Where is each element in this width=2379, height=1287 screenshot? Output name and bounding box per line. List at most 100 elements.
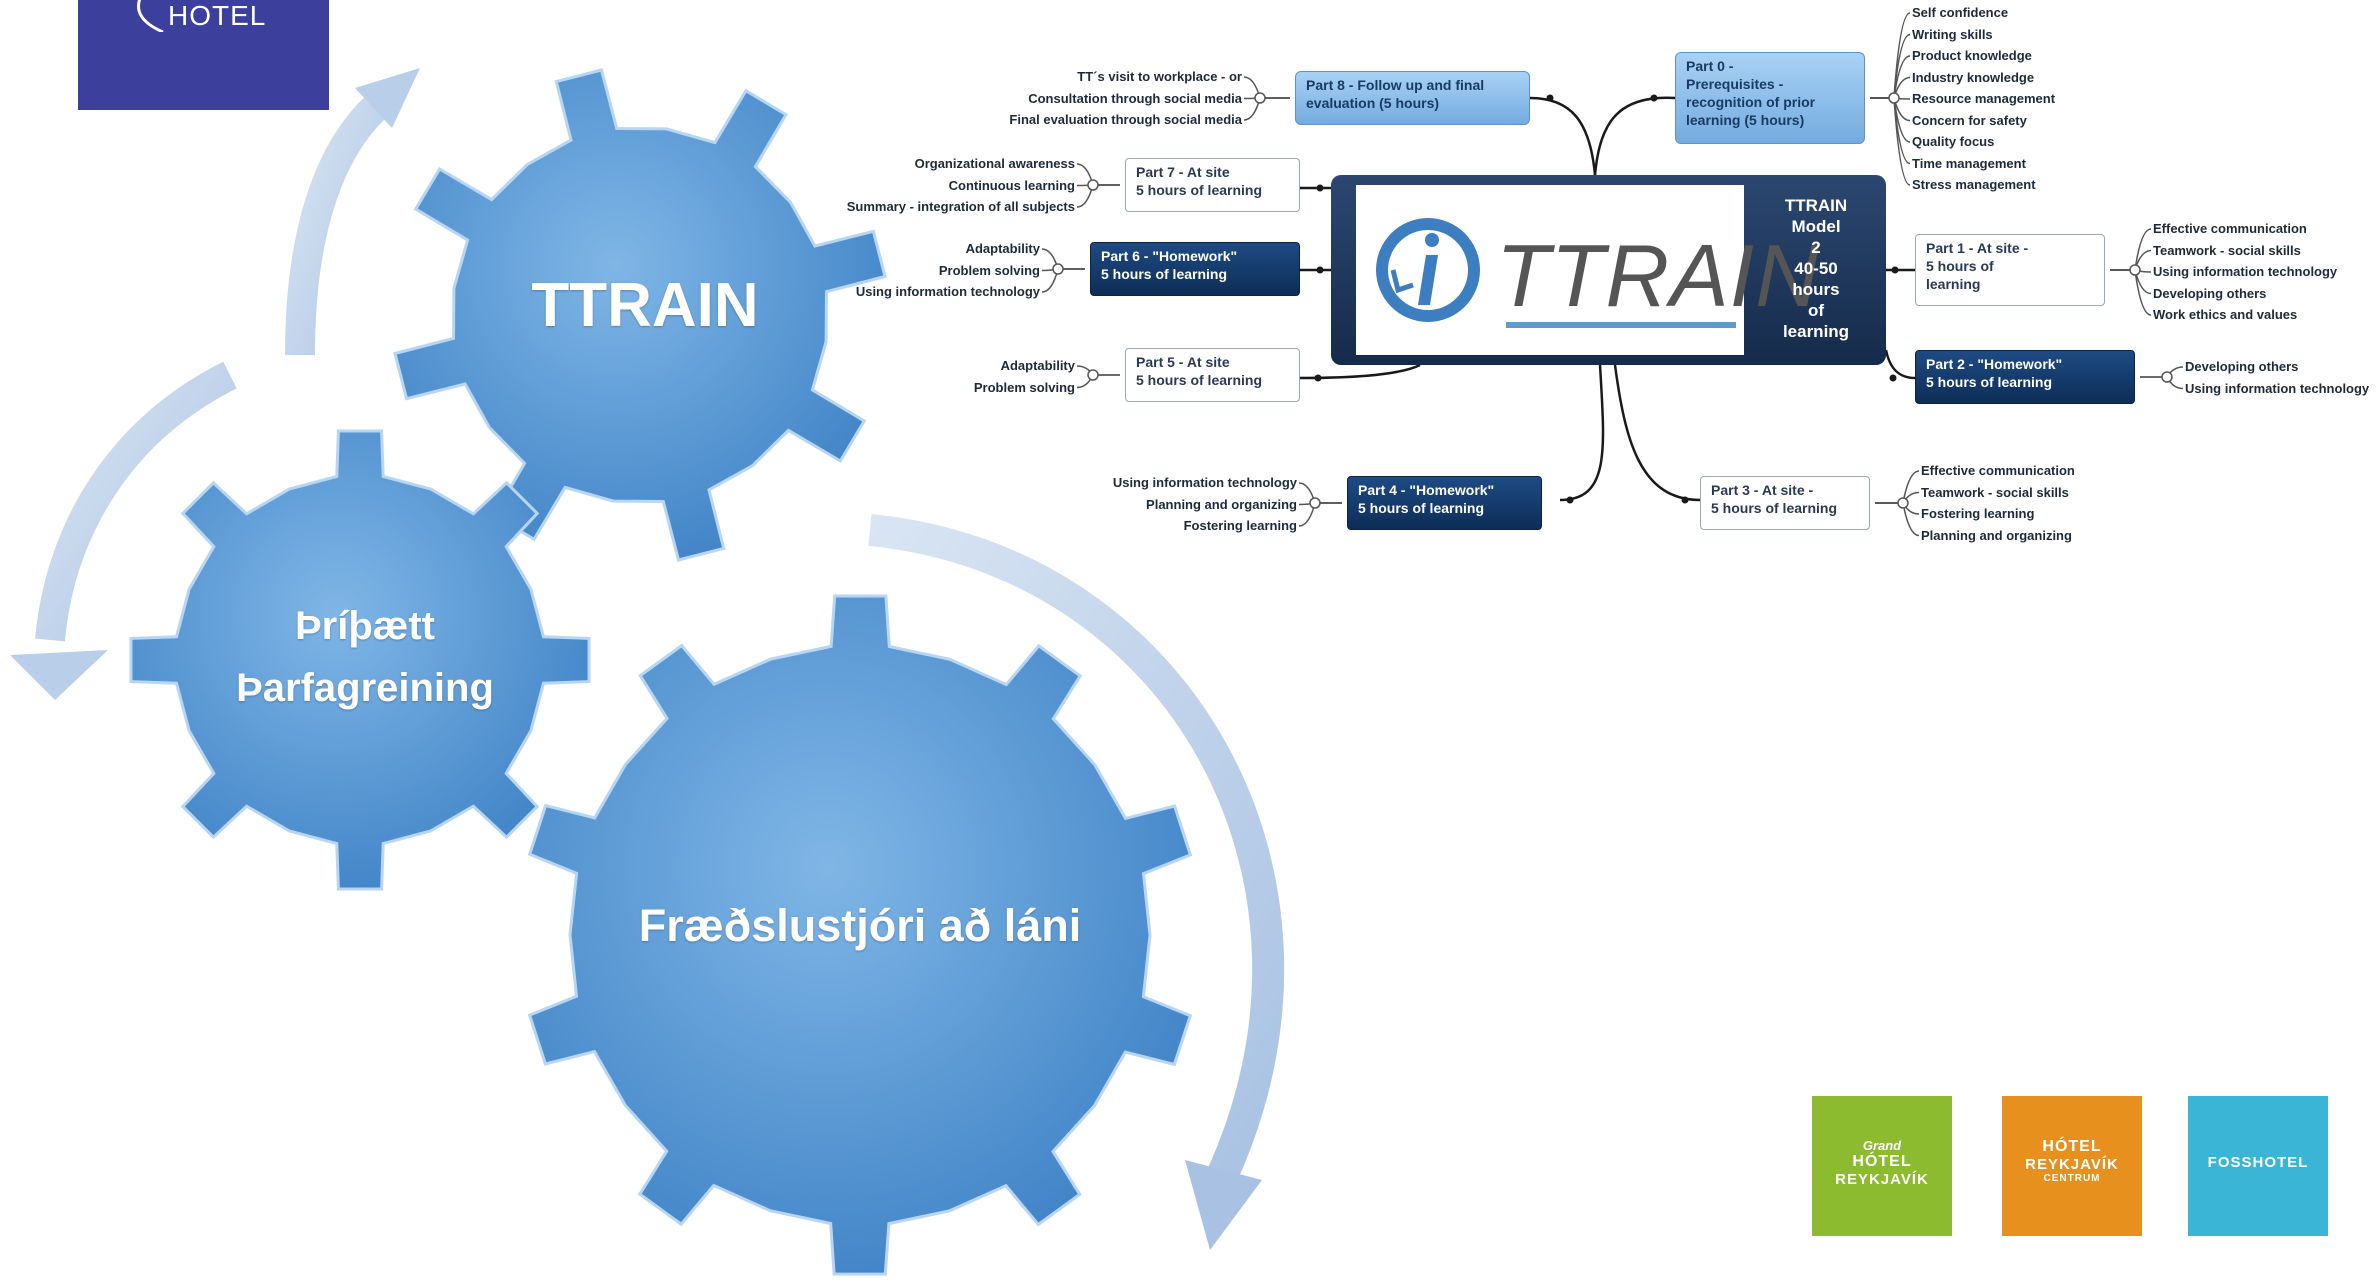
- leaf-part1: Effective communication: [2153, 221, 2307, 236]
- collapse-toggle-icon: [1254, 92, 1266, 104]
- leaf-part7: Continuous learning: [948, 177, 1075, 193]
- leaf-connector: [1870, 33, 1911, 99]
- leaf-part6: Problem solving: [938, 262, 1040, 278]
- node-part6: Part 6 - "Homework" 5 hours of learning: [1090, 242, 1300, 296]
- leaf-part2: Developing others: [2185, 359, 2299, 374]
- node-part3: Part 3 - At site - 5 hours of learning: [1700, 476, 1870, 530]
- leaf-part3: Planning and organizing: [1921, 527, 2072, 543]
- leaf-part0: Quality focus: [1912, 134, 1995, 149]
- node-part1: Part 1 - At site - 5 hours of learning: [1915, 234, 2105, 306]
- leaf-part0: Writing skills: [1912, 26, 1993, 42]
- grand-logo-line2: HÓTEL: [1852, 1153, 1912, 1170]
- leaf-connector: [1875, 491, 1920, 504]
- ttrain-logo-underline: [1506, 322, 1736, 328]
- leaf-part0: Concern for safety: [1912, 112, 2027, 128]
- cycle-arrow-top-head: [355, 68, 420, 128]
- leaf-part1: Using information technology: [2153, 264, 2338, 279]
- grand-logo-line1: Grand: [1862, 1138, 1902, 1153]
- hotel-logo: HOTEL: [78, 0, 329, 110]
- ttrain-model-card: TTRAIN TTRAIN Model 2 40-50 hours of lea…: [1331, 175, 1886, 365]
- leaf-connector: [2140, 376, 2184, 390]
- ttrain-logo-text: TTRAIN: [1496, 226, 1820, 325]
- leaf-connector: [1076, 184, 1120, 208]
- collapse-toggle-icon: [1888, 92, 1900, 104]
- fosshotel-logo: FOSSHOTEL: [2188, 1096, 2328, 1236]
- leaf-connector: [1243, 97, 1290, 121]
- ttrain-model-label: TTRAIN Model 2 40-50 hours of learning: [1782, 196, 1850, 341]
- leaf-part4: Fostering learning: [1183, 518, 1297, 533]
- leaf-connector: [1870, 97, 1911, 186]
- cycle-arrow-right: [868, 514, 1284, 1187]
- node-part4: Part 4 - "Homework" 5 hours of learning: [1347, 476, 1542, 530]
- leaf-connector: [2110, 269, 2152, 316]
- gear-fraedslu: [527, 594, 1193, 1276]
- leaf-part1: Developing others: [2153, 285, 2267, 301]
- leaf-connector: [1870, 55, 1911, 99]
- leaf-part1: Teamwork - social skills: [2153, 242, 2301, 258]
- gear-label-line1: Þríþætt: [295, 604, 435, 648]
- cycle-arrow-right-head: [1185, 1160, 1262, 1250]
- leaf-connector: [1041, 268, 1085, 293]
- leaf-part6: Using information technology: [855, 284, 1040, 299]
- leaf-connector: [1875, 502, 1920, 537]
- leaf-part0: Self confidence: [1912, 5, 2009, 20]
- leaf-connector: [1870, 97, 1911, 165]
- leaf-connector: [1041, 248, 1085, 270]
- collapse-toggle-icon: [1897, 497, 1909, 509]
- leaf-part1: Work ethics and values: [2153, 307, 2298, 322]
- leaf-part5: Adaptability: [1000, 358, 1075, 373]
- leaf-part5: Problem solving: [973, 379, 1075, 395]
- cycle-arrow-left: [35, 361, 237, 642]
- node-part8: Part 8 - Follow up and final evaluation …: [1295, 71, 1530, 125]
- leaf-connector: [1243, 76, 1290, 99]
- leaf-part0: Stress management: [1912, 177, 2036, 192]
- grand-logo-line3: REYKJAVÍK: [1835, 1171, 1929, 1188]
- leaf-part3: Effective communication: [1921, 463, 2075, 478]
- leaf-connector: [1076, 163, 1120, 186]
- centrum-hotel-logo: HÓTEL REYKJAVÍK CENTRUM: [2002, 1096, 2142, 1236]
- leaf-part8: Consultation through social media: [1028, 90, 1242, 106]
- leaf-part0: Industry knowledge: [1912, 69, 2035, 85]
- gear-thrithaett: [129, 429, 591, 891]
- leaf-part2: Using information technology: [2185, 380, 2370, 396]
- leaf-part0: Resource management: [1912, 91, 2056, 106]
- centrum-logo-line1: HÓTEL: [2042, 1138, 2102, 1155]
- gear-label-thrithaett: Þríþætt Þarfagreining: [180, 595, 550, 719]
- ttrain-logo-panel: TTRAIN: [1356, 185, 1819, 355]
- leaf-part8: Final evaluation through social media: [1009, 112, 1242, 127]
- leaf-connector: [1870, 12, 1911, 99]
- leaf-connector: [1875, 470, 1920, 504]
- leaf-connector: [1870, 97, 1911, 143]
- gear-label-line2: Þarfagreining: [236, 666, 494, 710]
- leaf-part0: Product knowledge: [1912, 48, 2032, 63]
- leaf-part7: Organizational awareness: [914, 156, 1075, 171]
- leaf-part0: Time management: [1912, 155, 2026, 171]
- fosshotel-logo-text: FOSSHOTEL: [2207, 1154, 2309, 1171]
- cycle-arrow-left-head: [10, 650, 108, 700]
- centrum-logo-line2: REYKJAVÍK: [2025, 1156, 2119, 1173]
- gear-label-fraedslu: Fræðslustjóri að láni: [638, 900, 1082, 951]
- collapse-toggle-icon: [1087, 179, 1099, 191]
- node-part0: Part 0 - Prerequisites - recognition of …: [1675, 52, 1865, 144]
- gear-label-ttrain: TTRAIN: [531, 271, 759, 340]
- collapse-toggle-icon: [2161, 371, 2173, 383]
- leaf-connector: [1875, 502, 1920, 515]
- leaf-part7: Summary - integration of all subjects: [846, 199, 1075, 214]
- gear-ttrain: [393, 68, 887, 562]
- collapse-toggle-icon: [1052, 263, 1064, 275]
- collapse-toggle-icon: [1087, 369, 1099, 381]
- leaf-connector: [1298, 482, 1342, 504]
- leaf-part4: Planning and organizing: [1146, 496, 1297, 512]
- centrum-logo-line3: CENTRUM: [2043, 1173, 2101, 1184]
- leaf-part8: TT´s visit to workplace - or: [1077, 69, 1242, 84]
- leaf-part3: Teamwork - social skills: [1921, 484, 2069, 500]
- node-part2: Part 2 - "Homework" 5 hours of learning: [1915, 350, 2135, 404]
- node-part5: Part 5 - At site 5 hours of learning: [1125, 348, 1300, 402]
- leaf-part4: Using information technology: [1112, 475, 1297, 490]
- leaf-connector: [1076, 374, 1120, 389]
- collapse-toggle-icon: [2129, 264, 2141, 276]
- ttrain-i-icon: [1376, 218, 1480, 322]
- leaf-connector: [1298, 502, 1342, 527]
